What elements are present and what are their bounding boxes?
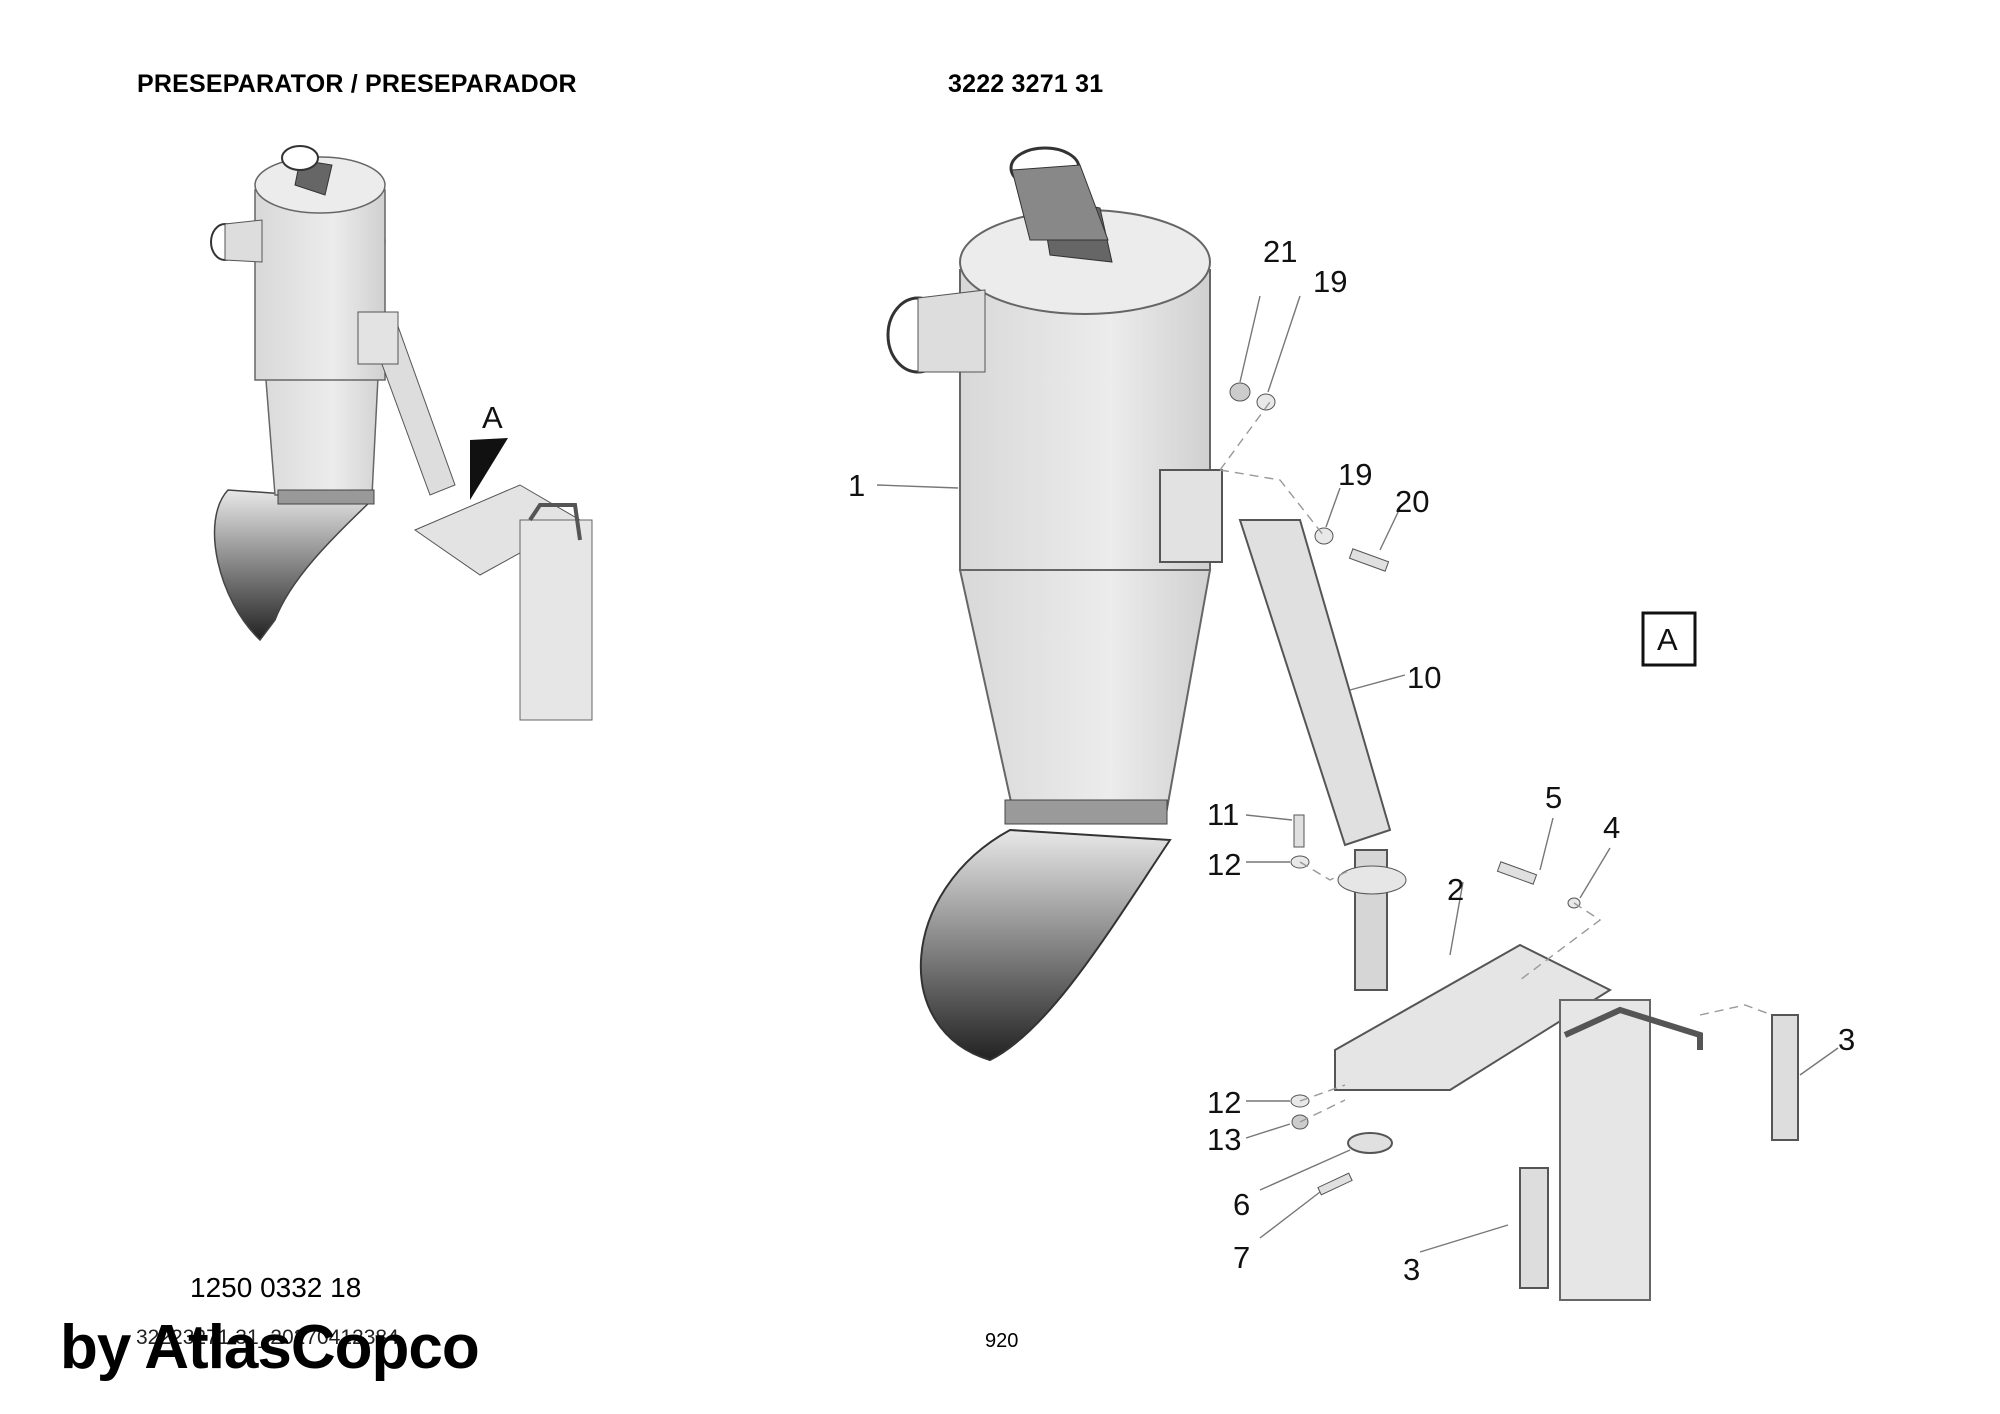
callout-20: 20 [1395, 484, 1429, 519]
page-title: PRESEPARATOR / PRESEPARADOR [137, 70, 577, 98]
callout-7: 7 [1233, 1240, 1250, 1275]
main-assembly [886, 146, 1799, 1301]
page-number: 920 [985, 1330, 1019, 1352]
callout-19-lower: 19 [1338, 457, 1372, 492]
main-cone [958, 569, 1212, 821]
main-mount-plate [1159, 469, 1223, 563]
detail-box: A [1641, 611, 1697, 667]
washer-6 [1347, 1132, 1393, 1154]
assembly-lines [1219, 401, 1773, 1123]
washer-19-lower [1314, 527, 1334, 545]
overview-assembly: A [210, 145, 593, 721]
callout-12-upper: 12 [1207, 847, 1241, 882]
callout-1: 1 [848, 468, 865, 503]
spacer-plate-left [1519, 1167, 1549, 1289]
callout-10: 10 [1407, 660, 1441, 695]
nut-21 [1229, 382, 1251, 402]
main-arm [1238, 519, 1392, 847]
callout-3-right: 3 [1838, 1022, 1855, 1057]
main-chute [919, 828, 1172, 1062]
callout-11: 11 [1207, 797, 1239, 832]
callout-5: 5 [1545, 780, 1562, 815]
main-bracket [1334, 943, 1613, 1091]
overview-pointer [470, 438, 508, 500]
reference-number: 1250 0332 18 [190, 1272, 362, 1303]
overview-post [519, 519, 593, 721]
callout-21: 21 [1263, 234, 1297, 269]
overview-detail-marker: A [482, 400, 503, 435]
document-code: 32223271 31_20270412384 [136, 1326, 399, 1349]
pin-7 [1317, 1172, 1353, 1196]
washer-19-upper [1256, 393, 1276, 411]
callout-2: 2 [1447, 872, 1464, 907]
main-post [1559, 999, 1651, 1301]
callout-labels: 1 2 3 3 4 5 6 7 10 11 12 12 13 19 19 20 … [848, 234, 1855, 1287]
callout-6: 6 [1233, 1187, 1250, 1222]
callout-4: 4 [1603, 810, 1620, 845]
overview-clamp [277, 489, 375, 505]
leader-lines [876, 295, 1839, 1253]
watermark: by AtlasCopco [60, 1313, 480, 1382]
overview-chute [213, 489, 374, 642]
bolt-11 [1293, 814, 1305, 848]
callout-19-upper: 19 [1313, 264, 1347, 299]
part-number: 3222 3271 31 [948, 70, 1104, 98]
bolt-5 [1496, 861, 1538, 885]
callout-3-left: 3 [1403, 1252, 1420, 1287]
bolt-20 [1348, 548, 1390, 572]
spacer-plate-right [1771, 1014, 1799, 1141]
main-clamp [1004, 799, 1168, 825]
detail-box-label: A [1657, 622, 1678, 657]
callout-13: 13 [1207, 1122, 1241, 1157]
callout-12-lower: 12 [1207, 1085, 1241, 1120]
